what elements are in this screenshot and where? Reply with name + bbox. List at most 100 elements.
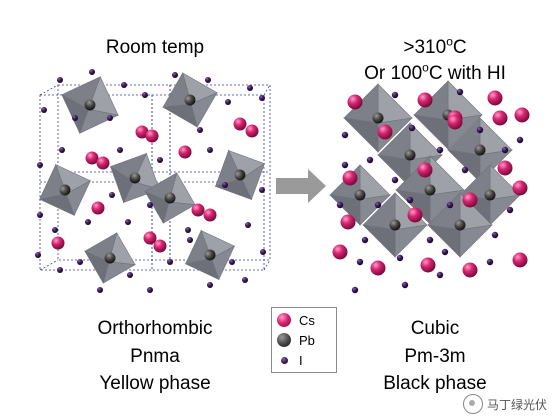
iodine-atom — [441, 248, 449, 256]
octahedron-face — [362, 224, 396, 258]
iodine-atom — [197, 127, 203, 133]
pb-atom — [372, 112, 384, 124]
cs-atom — [96, 156, 110, 170]
iodine-atom — [97, 287, 103, 293]
octahedron-face — [162, 103, 198, 128]
cs-atom — [512, 180, 528, 196]
cs-atom — [178, 145, 192, 159]
pb-atom — [164, 192, 176, 204]
iodine-atom — [205, 77, 211, 83]
iodine-atom — [107, 115, 113, 121]
right-heading-line1: >310oC — [403, 34, 467, 58]
cs-atom — [340, 214, 356, 230]
left-structure-name: Orthorhombic — [97, 318, 213, 339]
octahedron-face — [459, 224, 493, 258]
iodine-atom — [121, 82, 127, 88]
right-phase: Black phase — [383, 373, 487, 394]
pb-atom — [454, 219, 466, 231]
right-heading-line2: Or 100oC with HI — [364, 60, 506, 84]
iodine-atom — [426, 236, 434, 244]
left-heading: Room temp — [105, 37, 205, 58]
cs-atom — [51, 236, 65, 250]
iodine-atom — [117, 147, 123, 153]
cs-atom-icon — [277, 313, 291, 327]
octahedron-face — [489, 194, 521, 226]
pb-atom — [424, 184, 436, 196]
iodine-atom — [52, 227, 58, 233]
iodine-atom — [225, 99, 231, 105]
pb-atom — [59, 184, 71, 196]
cs-atom — [153, 239, 167, 253]
cs-atom — [347, 94, 363, 110]
iodine-atom — [260, 249, 266, 255]
transition-arrow-icon — [276, 169, 326, 203]
pbi6-octahedron — [184, 229, 236, 281]
pb-atom — [234, 169, 246, 181]
cs-atom — [191, 203, 205, 217]
iodine-atom — [259, 187, 265, 193]
iodine-atom — [516, 136, 524, 144]
iodine-atom — [391, 176, 399, 184]
pb-atom — [204, 249, 216, 261]
cs-atom — [512, 252, 528, 268]
pb-atom — [474, 144, 486, 156]
octahedron-face — [447, 149, 481, 183]
iodine-atom — [406, 196, 414, 204]
pbi6-octahedron — [214, 149, 266, 201]
cs-atom — [417, 162, 433, 178]
octahedron-face — [109, 165, 134, 204]
pb-atom-icon — [277, 333, 291, 347]
octahedron-face — [61, 94, 89, 134]
cs-atom — [420, 257, 436, 273]
cs-atom — [245, 124, 259, 138]
pbi6-octahedron — [61, 76, 120, 134]
iodine-atom — [491, 231, 499, 239]
cs-atom — [462, 262, 478, 278]
iodine-atom — [341, 131, 349, 139]
iodine-atom — [37, 162, 43, 168]
iodine-atom — [374, 201, 382, 209]
cubic-structure — [329, 80, 530, 294]
pb-atom — [389, 219, 401, 231]
iodine-atom — [109, 192, 115, 198]
cs-atom — [91, 201, 105, 215]
iodine-atom — [147, 287, 153, 293]
cs-atom — [332, 244, 348, 260]
legend-item-pb: Pb — [277, 331, 315, 349]
cs-atom — [145, 129, 159, 143]
iodine-atom — [356, 258, 364, 266]
iodine-atom — [436, 146, 444, 154]
watermark: 马丁绿光伏 — [462, 394, 547, 414]
iodine-atom — [229, 259, 235, 265]
iodine-atom — [391, 91, 399, 99]
iodine-atom — [336, 201, 344, 209]
iodine-atom — [127, 272, 133, 278]
iodine-atom — [172, 72, 178, 78]
iodine-atom — [207, 147, 213, 153]
pb-atom — [354, 189, 366, 201]
octahedron-face — [84, 250, 110, 284]
legend-item-cs: Cs — [277, 311, 315, 329]
octahedron-face — [144, 190, 170, 224]
pb-atom — [129, 172, 141, 184]
pbi6-octahedron — [447, 117, 513, 183]
octahedron-face — [38, 193, 75, 216]
iodine-atom — [57, 77, 63, 83]
iodine-atom — [157, 157, 163, 163]
iodine-atom — [461, 166, 469, 174]
octahedron-face — [377, 154, 411, 188]
cs-atom — [370, 260, 386, 276]
iodine-atom — [408, 124, 416, 132]
iodine-atom — [85, 219, 91, 225]
iodine-atom — [366, 156, 374, 164]
cs-atom — [497, 160, 513, 176]
iodine-atom — [259, 95, 265, 101]
cs-atom — [203, 208, 217, 222]
cs-atom — [143, 231, 157, 245]
pbi6-octahedron — [84, 232, 137, 284]
cs-atom — [487, 90, 503, 106]
pb-atom — [484, 189, 496, 201]
cs-atom — [462, 192, 478, 208]
iodine-atom — [207, 282, 213, 288]
